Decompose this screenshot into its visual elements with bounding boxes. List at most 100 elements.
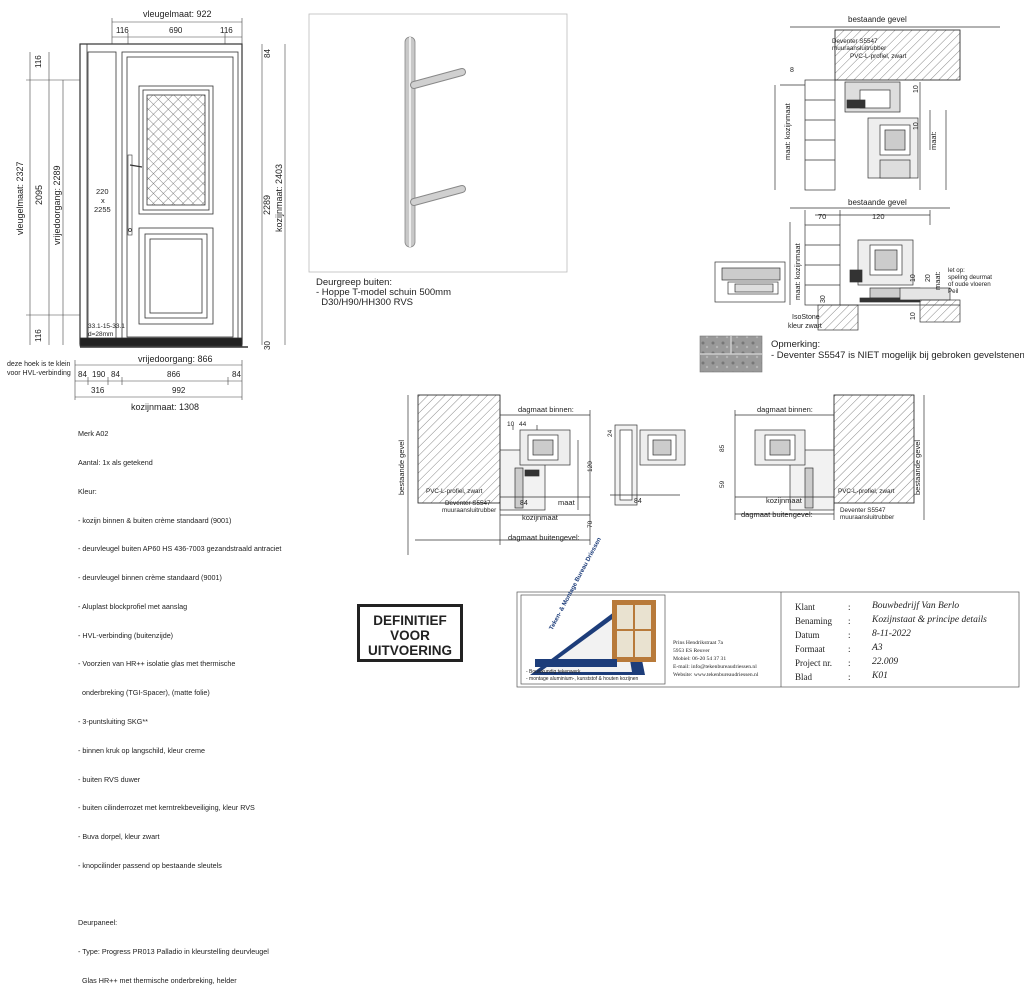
tb-value-blad: K01 (872, 671, 888, 681)
company-logo (530, 600, 656, 675)
tb-label-datum: Datum (795, 630, 820, 640)
definitief-stamp: DEFINITIEF VOOR UITVOERING (357, 604, 463, 662)
address-line: E-mail: info@tekenbureaudriessen.nl (673, 664, 757, 670)
bottom-d10b: 10 (910, 312, 917, 320)
top-bestaande-gevel: bestaande gevel (848, 15, 907, 24)
spec-line: Aantal: 1x als getekend (78, 457, 153, 467)
left-d70: 70 (587, 520, 594, 528)
right-dagmaat-binnen: dagmaat binnen: (757, 405, 813, 414)
glass-dim-220: 220 (96, 187, 109, 196)
tb-colon: : (848, 602, 851, 612)
dim-left-116-bottom: 116 (34, 329, 43, 342)
top-maat: maat: (929, 131, 938, 150)
left-d44: 44 (519, 421, 527, 428)
plan-right-detail (610, 394, 925, 520)
dim-vrijedoorgang-width: vrijedoorgang: 866 (138, 354, 213, 364)
tb-value-datum: 8-11-2022 (872, 629, 911, 639)
spec-line (78, 890, 281, 900)
left-pvc: PVC-L-profiel, zwart (426, 488, 483, 495)
bottom-d70: 70 (818, 212, 826, 221)
bottom-maat-kozijnmaat: maat: kozijnmaat (793, 242, 802, 300)
stamp-line-1: DEFINITIEF (373, 613, 447, 628)
right-deventer: Deventer S5547 (840, 507, 886, 514)
right-d59: 59 (719, 480, 726, 488)
dim-b-84c: 84 (232, 370, 241, 379)
bottom-maat: maat: (933, 271, 942, 290)
door-spec-block: Merk A02 Aantal: 1x als getekend Kleur: … (78, 410, 281, 995)
dim-vleugelmaat-height: vleugelmaat: 2327 (15, 161, 25, 235)
left-d10: 10 (507, 421, 515, 428)
address-line: Prins Hendrikstraat 7a (673, 640, 724, 646)
glass-dim-2255: 2255 (94, 205, 111, 214)
let-op-4: Peil (948, 288, 958, 295)
spec-line: - Type: Progress PR013 Palladio in kleur… (78, 947, 269, 957)
tb-value-formaat: A3 (872, 643, 883, 653)
top-pvc: PVC-L-profiel, zwart (850, 53, 907, 60)
handle-caption-3: D30/H90/HH300 RVS (316, 297, 413, 308)
bottom-section-detail (714, 207, 961, 331)
top-d10b: 10 (913, 122, 920, 130)
top-d10a: 10 (913, 85, 920, 93)
tb-value-projectnr: 22.009 (872, 657, 899, 667)
spec-line: - Aluplast blockprofiel met aanslag (78, 601, 188, 611)
tb-colon: : (848, 630, 851, 640)
let-op-1: let op: (948, 267, 965, 274)
left-maat: maat (558, 498, 576, 507)
left-dagmaat-binnen: dagmaat binnen: (518, 405, 574, 414)
spec-line: - deurvleugel binnen crème standaard (90… (78, 573, 222, 583)
left-d120: 120 (587, 461, 594, 472)
spec-line: Merk A02 (78, 429, 109, 439)
threshold-d: d=28mm (88, 331, 113, 338)
isostone-1: IsoStone (792, 314, 820, 321)
tb-value-benaming: Kozijnstaat & principe details (872, 615, 987, 625)
stamp-line-2: VOOR (390, 628, 430, 643)
drawing-canvas: vleugelmaat: 922 116 690 116 116 vleugel… (7, 9, 1024, 688)
right-d24: 24 (607, 429, 614, 437)
right-dagmaat-buitengevel: dagmaat buitengevel: (741, 510, 813, 519)
spec-line: - HVL-verbinding (buitenzijde) (78, 630, 174, 640)
right-d84: 84 (634, 498, 642, 505)
tb-colon: : (848, 658, 851, 668)
bottom-d10: 10 (910, 274, 917, 282)
dim-right-30: 30 (263, 341, 272, 350)
left-dagmaat-buitengevel: dagmaat buitengevel: (508, 533, 580, 542)
handle-detail (308, 13, 568, 273)
tb-colon: : (848, 616, 851, 626)
top-muuraansluitrubber: muuraansluitrubber (832, 45, 886, 52)
address-line: Mobiel: 06-20 54 37 31 (673, 656, 727, 662)
dim-b-84b: 84 (111, 370, 120, 379)
left-muuraansluitrubber: muuraansluitrubber (442, 507, 496, 514)
left-bestaande-gevel: bestaande gevel (397, 440, 406, 495)
handle-caption-2: - Hoppe T-model schuin 500mm (316, 287, 451, 298)
address-line: Website: www.tekenbureaudriessen.nl (673, 672, 759, 678)
spec-line: Glas HR++ met thermische onderbreking, h… (78, 976, 237, 986)
right-muuraansluitrubber: muuraansluitrubber (840, 514, 894, 521)
stamp-line-3: UITVOERING (367, 643, 452, 658)
dim-b-84a: 84 (78, 370, 87, 379)
tb-value-klant: Bouwbedrijf Van Berlo (872, 601, 960, 611)
spec-line: Deurpaneel: (78, 918, 118, 928)
dim-kozijnmaat-width: kozijnmaat: 1308 (131, 402, 199, 412)
door-dimension-lines (26, 18, 286, 400)
logo-bullet-2: - montage aluminium-, kunststof & houten… (526, 676, 639, 682)
dim-right-2289: 2289 (262, 195, 272, 215)
dim-top-116-left: 116 (116, 26, 129, 35)
left-kozijnmaat: kozijnmaat (522, 513, 559, 522)
dim-b-992: 992 (172, 386, 186, 395)
dim-top-690: 690 (169, 26, 183, 35)
top-deventer: Deventer S5547 (832, 38, 878, 45)
dim-right-84: 84 (263, 49, 272, 58)
handle-caption-1: Deurgreep buiten: (316, 277, 392, 288)
dim-b-866: 866 (167, 370, 181, 379)
right-d85: 85 (719, 444, 726, 452)
bottom-bestaande-gevel: bestaande gevel (848, 198, 907, 207)
spec-line: - buiten cilinderrozet met kerntrekbevei… (78, 803, 255, 813)
plan-left-detail (407, 394, 591, 555)
tb-label-blad: Blad (795, 672, 812, 682)
corner-note-1: deze hoek is te klein (7, 361, 71, 368)
spec-line: - 3-puntsluiting SKG** (78, 717, 148, 726)
isostone-2: kleur zwart (788, 323, 822, 330)
top-section-detail (774, 26, 1000, 191)
address-line: 5953 ES Reuver (673, 648, 710, 654)
threshold-note: 33.1-15-33.1 (88, 323, 125, 330)
